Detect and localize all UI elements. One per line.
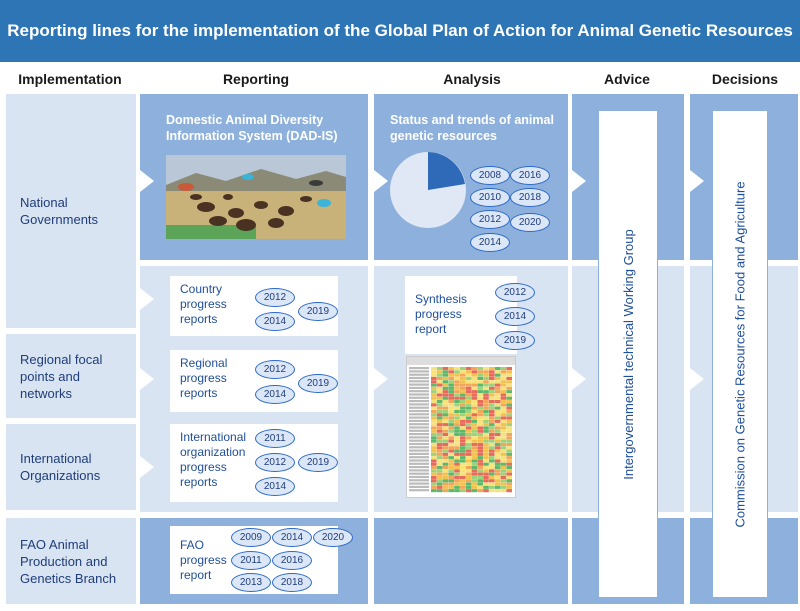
synthesis-table-thumbnail xyxy=(406,356,516,498)
arrow-icon xyxy=(140,288,154,310)
year-oval: 2012 xyxy=(255,360,295,379)
year-oval: 2012 xyxy=(255,453,295,472)
fao-label: FAO Animal Production and Genetics Branc… xyxy=(20,536,117,586)
national-label: National Governments xyxy=(20,195,99,227)
year-oval: 2016 xyxy=(272,551,312,570)
international-label: International Organizations xyxy=(20,451,101,483)
arrow-icon xyxy=(140,368,154,390)
year-oval: 2018 xyxy=(510,188,550,207)
arrow-icon xyxy=(572,368,586,390)
year-oval: 2012 xyxy=(255,288,295,307)
year-oval: 2014 xyxy=(255,312,295,331)
implementation-international: International Organizations xyxy=(6,424,136,510)
arrow-icon xyxy=(374,368,388,390)
year-oval: 2014 xyxy=(255,385,295,404)
dadis-title: Domestic Animal Diversity Information Sy… xyxy=(166,113,338,143)
arrow-icon xyxy=(690,368,704,390)
year-oval: 2019 xyxy=(298,374,338,393)
year-oval: 2010 xyxy=(470,188,510,207)
year-oval: 2008 xyxy=(470,166,510,185)
year-oval: 2016 xyxy=(510,166,550,185)
arrow-icon xyxy=(374,170,388,192)
year-oval: 2019 xyxy=(298,453,338,472)
year-oval: 2019 xyxy=(298,302,338,321)
column-header-analysis: Analysis xyxy=(443,71,501,87)
column-header-implementation: Implementation xyxy=(18,71,122,87)
status-trends-title: Status and trends of animal genetic reso… xyxy=(390,113,554,143)
decisions-label: Commission on Genetic Resources for Food… xyxy=(732,180,748,528)
column-header-advice: Advice xyxy=(604,71,650,87)
year-oval: 2011 xyxy=(231,551,271,570)
advice-label: Intergovernmental technical Working Grou… xyxy=(620,228,636,480)
year-oval: 2014 xyxy=(495,307,535,326)
arrow-icon xyxy=(690,170,704,192)
column-header-decisions: Decisions xyxy=(711,71,779,87)
implementation-regional: Regional focal points and networks xyxy=(6,334,136,418)
regional-reports-label: Regional progress reports xyxy=(180,356,228,400)
year-oval: 2018 xyxy=(272,573,312,592)
implementation-national: National Governments xyxy=(6,94,136,328)
year-oval: 2020 xyxy=(313,528,353,547)
column-header-reporting: Reporting xyxy=(222,71,290,87)
implementation-fao: FAO Animal Production and Genetics Branc… xyxy=(6,518,136,604)
regional-label: Regional focal points and networks xyxy=(20,351,103,401)
arrow-icon xyxy=(140,456,154,478)
year-oval: 2011 xyxy=(255,429,295,448)
synthesis-report-label: Synthesis progress report xyxy=(415,292,468,336)
page-title: Reporting lines for the implementation o… xyxy=(0,0,800,62)
year-oval: 2012 xyxy=(470,210,510,229)
year-oval: 2019 xyxy=(495,331,535,350)
international-reports-label: International organization progress repo… xyxy=(180,430,247,489)
arrow-icon xyxy=(572,170,586,192)
arrow-icon xyxy=(140,170,154,192)
year-oval: 2009 xyxy=(231,528,271,547)
country-reports-label: Country progress reports xyxy=(180,282,227,326)
year-oval: 2014 xyxy=(470,233,510,252)
analysis-fao-panel xyxy=(374,518,568,604)
fao-report-label: FAO progress report xyxy=(180,538,227,582)
year-oval: 2013 xyxy=(231,573,271,592)
year-oval: 2020 xyxy=(510,213,550,232)
year-oval: 2012 xyxy=(495,283,535,302)
dadis-landscape-image xyxy=(166,155,346,239)
year-oval: 2014 xyxy=(255,477,295,496)
status-pie-chart xyxy=(388,150,468,230)
decisions-box: Commission on Genetic Resources for Food… xyxy=(712,110,768,598)
advice-box: Intergovernmental technical Working Grou… xyxy=(598,110,658,598)
year-oval: 2014 xyxy=(272,528,312,547)
